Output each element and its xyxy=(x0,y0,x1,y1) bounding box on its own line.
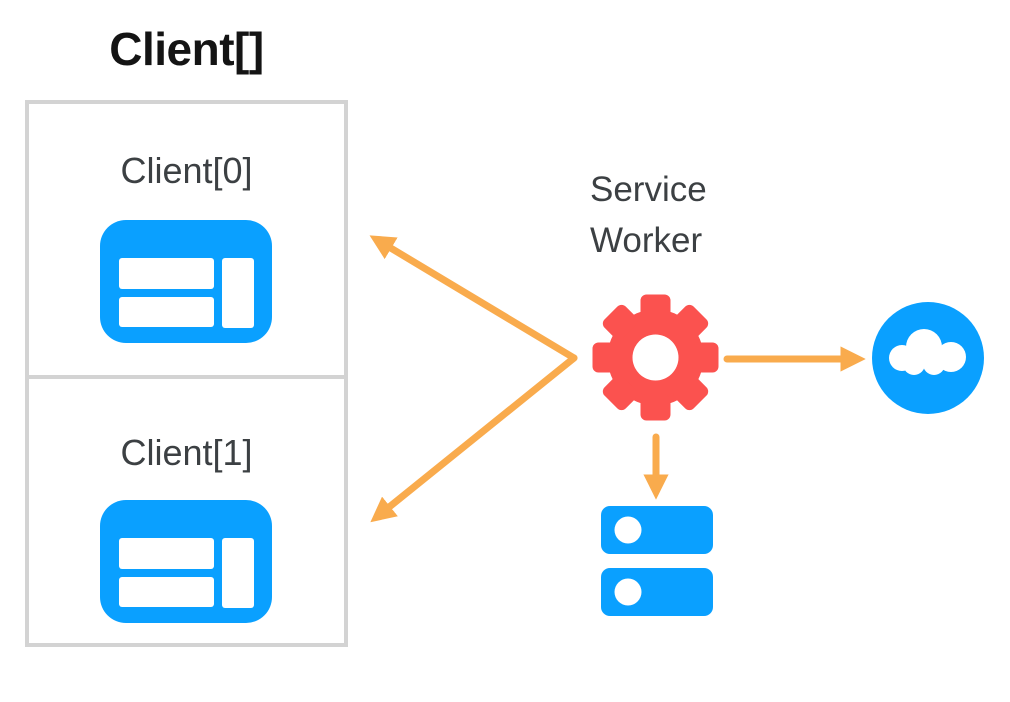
cloud-shape xyxy=(889,329,966,375)
gear-center-hole xyxy=(632,334,679,381)
browser-sidebar-bar xyxy=(222,258,254,328)
browser-content-bar xyxy=(119,538,214,569)
arrow-service-worker-to-client-0 xyxy=(369,235,578,362)
database-disk xyxy=(601,506,713,554)
database-icon xyxy=(601,506,713,616)
browser-window-icon xyxy=(100,500,272,623)
browser-content-bar xyxy=(119,258,214,289)
client-array-box xyxy=(25,100,348,647)
cloud-icon xyxy=(872,302,984,414)
cloud-circle-background xyxy=(872,302,984,414)
gear-icon xyxy=(592,294,719,421)
service-worker-label: Service Worker xyxy=(590,170,707,260)
database-disk-light xyxy=(614,516,642,544)
arrow-service-worker-to-client-1 xyxy=(370,354,578,523)
database-disk xyxy=(601,568,713,616)
database-disk-light xyxy=(614,578,642,606)
client-0-label: Client[0] xyxy=(120,150,253,191)
client-1-label: Client[1] xyxy=(120,432,253,473)
browser-content-bar xyxy=(119,577,214,607)
browser-window-icon xyxy=(100,220,272,343)
browser-sidebar-bar xyxy=(222,538,254,608)
diagram-title: Client[] xyxy=(109,23,264,75)
gear-body xyxy=(607,309,704,406)
client-box-divider xyxy=(29,375,344,379)
browser-content-bar xyxy=(119,297,214,327)
